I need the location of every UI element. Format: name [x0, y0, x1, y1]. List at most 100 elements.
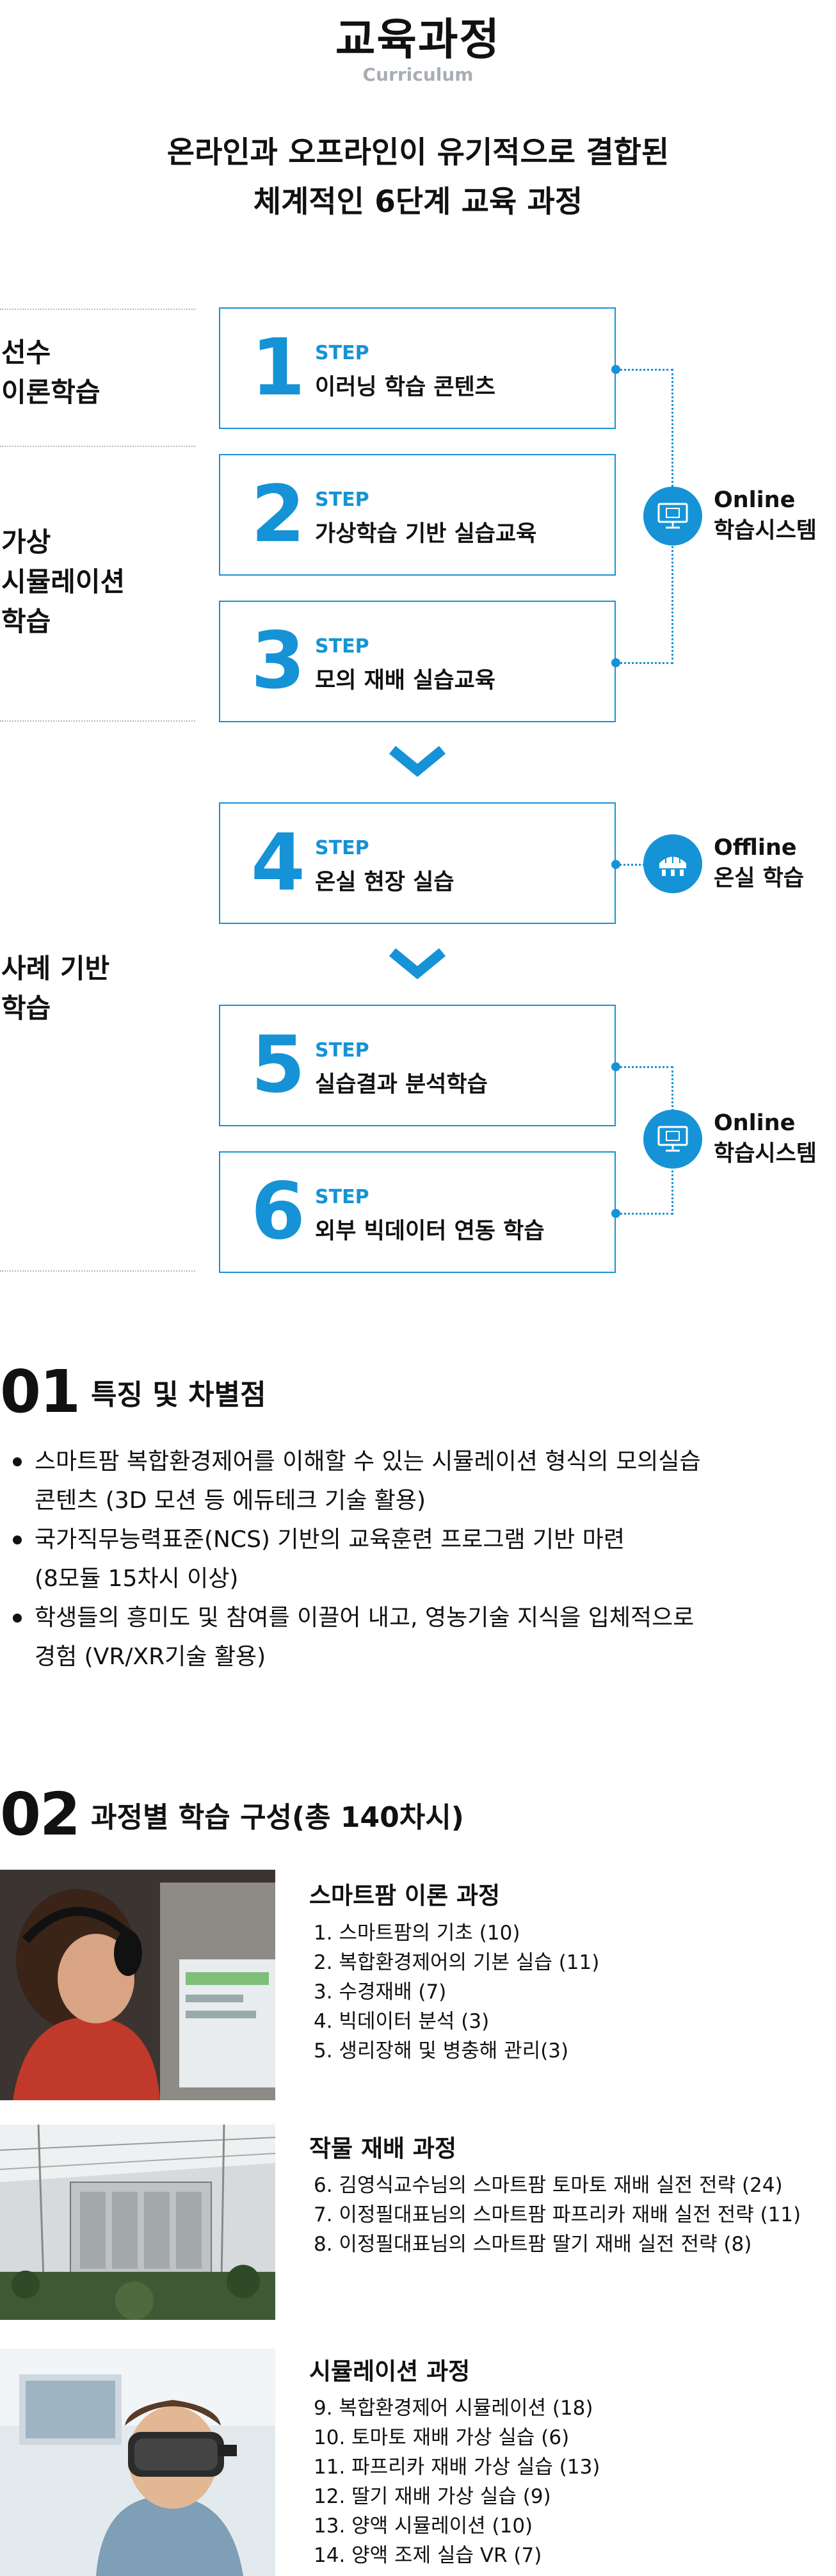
step-label: STEP: [315, 837, 369, 859]
course-item: 8. 이정필대표님의 스마트팜 딸기 재배 실전 전략 (8): [314, 2233, 752, 2256]
category-line: 학습: [1, 992, 51, 1024]
category-line: 이론학습: [1, 377, 100, 408]
step-label: STEP: [315, 1039, 369, 1062]
step-number: 1: [251, 322, 305, 413]
connector-line: [616, 662, 673, 664]
step-label: STEP: [315, 342, 369, 364]
course-item: 7. 이정필대표님의 스마트팜 파프리카 재배 실전 전략 (11): [314, 2203, 801, 2226]
list-item-line: 학생들의 흥미도 및 참여를 이끌어 내고, 영농기술 지식을 입체적으로: [35, 1605, 695, 1631]
course-title: 작물 재배 과정: [309, 2135, 457, 2162]
course-item: 3. 수경재배 (7): [314, 1981, 447, 2004]
lead-line-1: 온라인과 오프라인이 유기적으로 결합된: [166, 135, 670, 170]
step-text: 외부 빅데이터 연동 학습: [315, 1219, 545, 1244]
section-title: 특징 및 차별점: [91, 1378, 266, 1411]
list-item: 국가직무능력표준(NCS) 기반의 교육훈련 프로그램 기반 마련 (8모듈 1…: [9, 1520, 816, 1598]
monitor-icon: [643, 1110, 702, 1169]
section-number: 02: [0, 1780, 81, 1849]
step-text: 온실 현장 실습: [315, 870, 454, 895]
system-line: 학습시스템: [714, 518, 817, 544]
feature-list: 스마트팜 복합환경제어를 이해할 수 있는 시뮬레이션 형식의 모의실습 콘텐츠…: [9, 1442, 816, 1676]
step-card-3: 3 STEP 모의 재배 실습교육: [219, 601, 616, 722]
category-prerequisite: 선수 이론학습: [1, 333, 100, 412]
step-text: 이러닝 학습 콘텐츠: [315, 375, 495, 400]
list-item: 스마트팜 복합환경제어를 이해할 수 있는 시뮬레이션 형식의 모의실습 콘텐츠…: [9, 1442, 816, 1520]
system-line: Online: [714, 1110, 796, 1136]
step-number: 6: [251, 1166, 305, 1257]
list-item-line: (8모듈 15차시 이상): [35, 1566, 239, 1592]
divider: [0, 446, 195, 447]
step-card-5: 5 STEP 실습결과 분석학습: [219, 1005, 616, 1126]
step-number: 2: [251, 469, 305, 560]
step-card-1: 1 STEP 이러닝 학습 콘텐츠: [219, 307, 616, 429]
divider: [0, 1270, 195, 1272]
course-item: 11. 파프리카 재배 가상 실습 (13): [314, 2456, 600, 2479]
section-heading-courses: 02 과정별 학습 구성(총 140차시): [0, 1780, 464, 1849]
step-text: 실습결과 분석학습: [315, 1072, 488, 1098]
connector-line: [616, 1213, 673, 1215]
system-line: Online: [714, 487, 796, 513]
list-item-line: 경험 (VR/XR기술 활용): [35, 1644, 266, 1670]
category-simulation: 가상 시뮬레이션 학습: [1, 522, 125, 642]
course-item: 2. 복합환경제어의 기본 실습 (11): [314, 1951, 600, 1974]
divider: [0, 309, 195, 310]
course-item-list: 6. 김영식교수님의 스마트팜 토마토 재배 실전 전략 (24) 7. 이정필…: [314, 2171, 801, 2259]
page-title: 교육과정: [335, 15, 501, 65]
section-heading-features: 01 특징 및 차별점: [0, 1357, 266, 1426]
course-item: 5. 생리장해 및 병충해 관리(3): [314, 2039, 569, 2062]
course-item: 12. 딸기 재배 가상 실습 (9): [314, 2485, 551, 2508]
system-label-online-1: Online 학습시스템: [714, 485, 817, 546]
list-item-line: 콘텐츠 (3D 모션 등 에듀테크 기술 활용): [35, 1487, 426, 1514]
step-text: 가상학습 기반 실습교육: [315, 521, 537, 547]
chevron-down-icon: [389, 745, 446, 777]
list-item: 학생들의 흥미도 및 참여를 이끌어 내고, 영농기술 지식을 입체적으로 경험…: [9, 1598, 816, 1676]
chevron-down-icon: [389, 948, 446, 979]
list-item-line: 스마트팜 복합환경제어를 이해할 수 있는 시뮬레이션 형식의 모의실습: [35, 1448, 701, 1475]
step-card-2: 2 STEP 가상학습 기반 실습교육: [219, 454, 616, 576]
monitor-icon: [643, 487, 702, 546]
system-label-online-2: Online 학습시스템: [714, 1108, 817, 1169]
connector-line: [616, 864, 645, 866]
greenhouse-photo: [0, 2125, 275, 2320]
system-line: Offline: [714, 835, 797, 861]
lead-line-2: 체계적인 6단계 교육 과정: [253, 184, 583, 220]
course-item: 10. 토마토 재배 가상 실습 (6): [314, 2426, 570, 2449]
course-title: 스마트팜 이론 과정: [309, 1882, 501, 1909]
connector-line: [616, 369, 673, 371]
step-label: STEP: [315, 489, 369, 511]
divider: [0, 720, 195, 722]
section-title: 과정별 학습 구성(총 140차시): [91, 1801, 464, 1834]
step-card-6: 6 STEP 외부 빅데이터 연동 학습: [219, 1151, 616, 1273]
system-label-offline: Offline 온실 학습: [714, 832, 804, 894]
category-line: 선수: [1, 337, 51, 368]
step-card-4: 4 STEP 온실 현장 실습: [219, 802, 616, 924]
course-item: 1. 스마트팜의 기초 (10): [314, 1922, 520, 1945]
step-number: 5: [251, 1019, 305, 1110]
step-label: STEP: [315, 1186, 369, 1208]
vr-headset-photo: [0, 2349, 275, 2576]
course-item: 4. 빅데이터 분석 (3): [314, 2010, 490, 2033]
category-line: 학습: [1, 606, 51, 637]
course-item-list: 1. 스마트팜의 기초 (10) 2. 복합환경제어의 기본 실습 (11) 3…: [314, 1918, 599, 2066]
course-item: 13. 양액 시뮬레이션 (10): [314, 2515, 533, 2538]
list-item-line: 국가직무능력표준(NCS) 기반의 교육훈련 프로그램 기반 마련: [35, 1527, 625, 1553]
category-line: 사례 기반: [1, 953, 110, 984]
category-line: 시뮬레이션: [1, 566, 125, 597]
section-number: 01: [0, 1357, 81, 1426]
course-item: 14. 양액 조제 실습 VR (7): [314, 2544, 542, 2567]
course-title: 시뮬레이션 과정: [309, 2358, 470, 2385]
step-number: 4: [251, 817, 305, 908]
lead-text: 온라인과 오프라인이 유기적으로 결합된 체계적인 6단계 교육 과정: [0, 128, 836, 227]
student-headphones-photo: [0, 1870, 275, 2100]
course-item: 9. 복합환경제어 시뮬레이션 (18): [314, 2397, 593, 2420]
step-label: STEP: [315, 635, 369, 658]
category-line: 가상: [1, 526, 51, 558]
step-text: 모의 재배 실습교육: [315, 668, 495, 693]
system-line: 학습시스템: [714, 1141, 817, 1167]
connector-line: [616, 1066, 673, 1068]
page-subtitle: Curriculum: [362, 64, 474, 85]
greenhouse-icon: [643, 834, 702, 893]
course-item-list: 9. 복합환경제어 시뮬레이션 (18) 10. 토마토 재배 가상 실습 (6…: [314, 2394, 600, 2570]
category-case-based: 사례 기반 학습: [1, 949, 109, 1028]
system-line: 온실 학습: [714, 866, 804, 891]
step-number: 3: [251, 615, 305, 706]
